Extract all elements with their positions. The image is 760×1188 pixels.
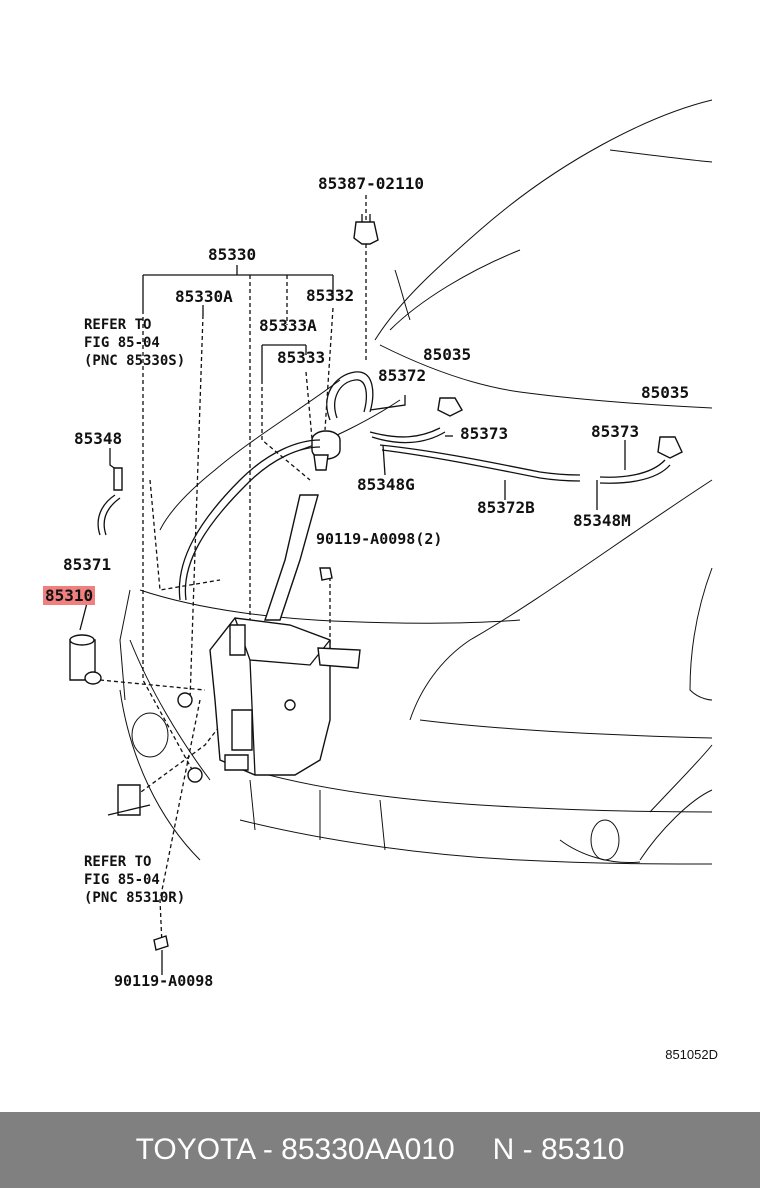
refer-note-85330S: REFER TO FIG 85-04 (PNC 85330S) — [84, 316, 185, 370]
part-label-85348G: 85348G — [357, 475, 415, 494]
part-label-85333A: 85333A — [259, 316, 317, 335]
part-label-85333: 85333 — [277, 348, 326, 367]
footer-part-number: TOYOTA - 85330AA010 — [135, 1133, 455, 1166]
refer-note-line: REFER TO — [84, 317, 152, 333]
part-label-85330A: 85330A — [175, 287, 233, 306]
part-label-85371: 85371 — [63, 555, 112, 574]
car-body-outline — [119, 99, 713, 865]
highlighted-part-number: 85310 — [43, 586, 96, 605]
washer-parts — [69, 214, 683, 951]
illustration-code: 851052D — [665, 1047, 718, 1062]
refer-note-line: (PNC 85330S) — [84, 353, 186, 369]
part-label-90119: 90119-A0098 — [114, 972, 214, 990]
footer-pnc: N - 85310 — [492, 1133, 625, 1166]
part-label-85372: 85372 — [378, 366, 427, 385]
refer-note-line: (PNC 85310R) — [84, 890, 186, 906]
parts-diagram: 85387-02110 85330 85330A 85332 85333A 85… — [43, 99, 718, 1062]
part-label-85310: 85310 — [43, 586, 96, 605]
callout-lines — [79, 195, 626, 975]
part-label-85330: 85330 — [208, 245, 257, 264]
refer-note-line: FIG 85-04 — [84, 335, 160, 351]
part-label-85332: 85332 — [306, 286, 355, 305]
refer-note-line: FIG 85-04 — [84, 872, 160, 888]
part-label-85373-right: 85373 — [591, 422, 640, 441]
part-label-85348M: 85348M — [573, 511, 631, 530]
part-label-85387: 85387-02110 — [318, 174, 424, 193]
part-label-85035-right: 85035 — [641, 383, 690, 402]
part-label-85372B: 85372B — [477, 498, 535, 517]
part-label-85373-left: 85373 — [460, 424, 509, 443]
part-label-85348: 85348 — [74, 429, 123, 448]
diagram-drawing — [69, 99, 713, 975]
part-label-90119-2: 90119-A0098(2) — [316, 530, 443, 548]
refer-note-85310R: REFER TO FIG 85-04 (PNC 85310R) — [84, 853, 185, 907]
footer-bar: TOYOTA - 85330AA010 N - 85310 — [0, 1112, 760, 1188]
refer-note-line: REFER TO — [84, 854, 152, 870]
part-label-85035-left: 85035 — [423, 345, 472, 364]
